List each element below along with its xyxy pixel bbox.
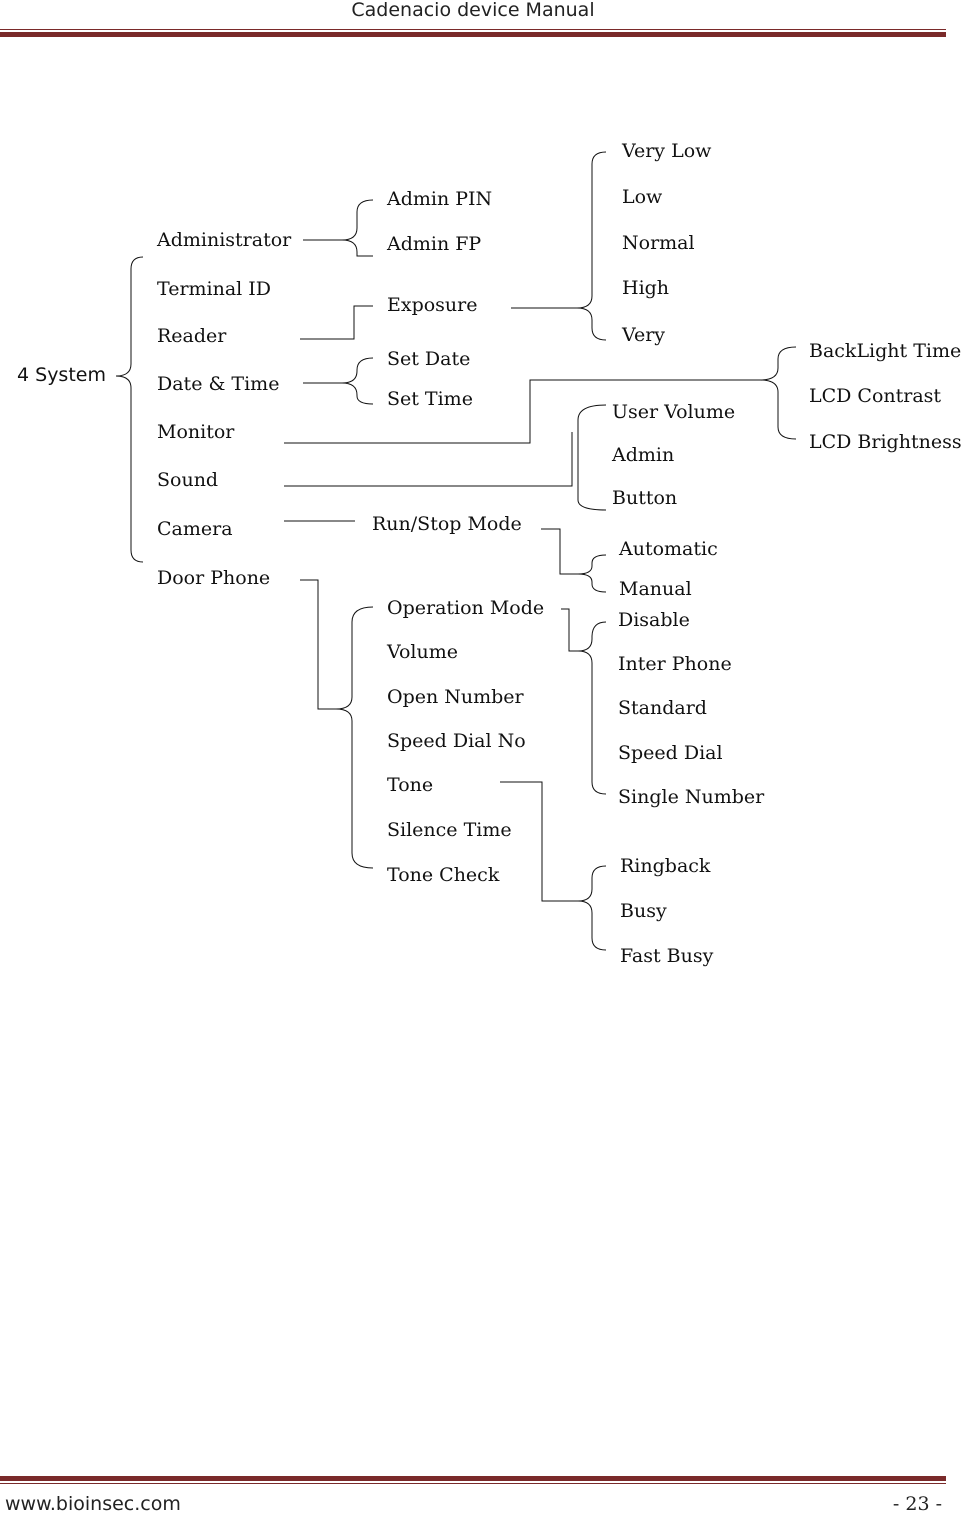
page-number: - 23 - xyxy=(892,1493,942,1515)
node-admin-fp: Admin FP xyxy=(387,233,482,255)
node-manual: Manual xyxy=(619,578,692,600)
node-high: High xyxy=(622,277,670,299)
node-normal: Normal xyxy=(622,232,695,254)
node-very: Very xyxy=(622,324,666,346)
footer-rule xyxy=(0,1476,946,1484)
node-tone: Tone xyxy=(387,774,434,796)
page-header: Cadenacio device Manual xyxy=(351,0,595,21)
node-admin-pin: Admin PIN xyxy=(387,188,493,210)
node-backlight-time: BackLight Time xyxy=(809,340,962,362)
node-very-low: Very Low xyxy=(622,140,712,162)
node-button: Button xyxy=(612,487,678,509)
node-exposure: Exposure xyxy=(387,294,478,316)
node-low: Low xyxy=(622,186,663,208)
node-terminal-id: Terminal ID xyxy=(157,278,272,300)
node-volume: Volume xyxy=(387,641,458,663)
node-silence-time: Silence Time xyxy=(387,819,512,841)
header-rule xyxy=(0,29,946,37)
node-automatic: Automatic xyxy=(619,538,718,560)
node-admin: Admin xyxy=(612,444,675,466)
node-reader: Reader xyxy=(157,325,227,347)
node-lcd-brightness: LCD Brightness xyxy=(809,431,962,453)
node-inter-phone: Inter Phone xyxy=(618,653,732,675)
node-disable: Disable xyxy=(618,609,690,631)
node-tone-check: Tone Check xyxy=(387,864,500,886)
node-set-date: Set Date xyxy=(387,348,471,370)
node-sound: Sound xyxy=(157,469,219,491)
node-user-volume: User Volume xyxy=(612,401,736,423)
node-lcd-contrast: LCD Contrast xyxy=(809,385,942,407)
node-single-number: Single Number xyxy=(618,786,765,808)
node-speed-dial-no: Speed Dial No xyxy=(387,730,526,752)
node-administrator: Administrator xyxy=(157,229,292,251)
node-run-stop-mode: Run/Stop Mode xyxy=(372,513,522,535)
tree-root: 4 System xyxy=(17,364,106,386)
node-open-number: Open Number xyxy=(387,686,524,708)
node-camera: Camera xyxy=(157,518,233,540)
node-date-time: Date & Time xyxy=(157,373,280,395)
footer-website: www.bioinsec.com xyxy=(5,1493,181,1515)
node-speed-dial: Speed Dial xyxy=(618,742,723,764)
node-set-time: Set Time xyxy=(387,388,473,410)
node-monitor: Monitor xyxy=(157,421,235,443)
node-standard: Standard xyxy=(618,697,707,719)
node-fast-busy: Fast Busy xyxy=(620,945,714,967)
node-busy: Busy xyxy=(620,900,667,922)
node-ringback: Ringback xyxy=(620,855,711,877)
node-door-phone: Door Phone xyxy=(157,567,271,589)
node-operation-mode: Operation Mode xyxy=(387,597,545,619)
